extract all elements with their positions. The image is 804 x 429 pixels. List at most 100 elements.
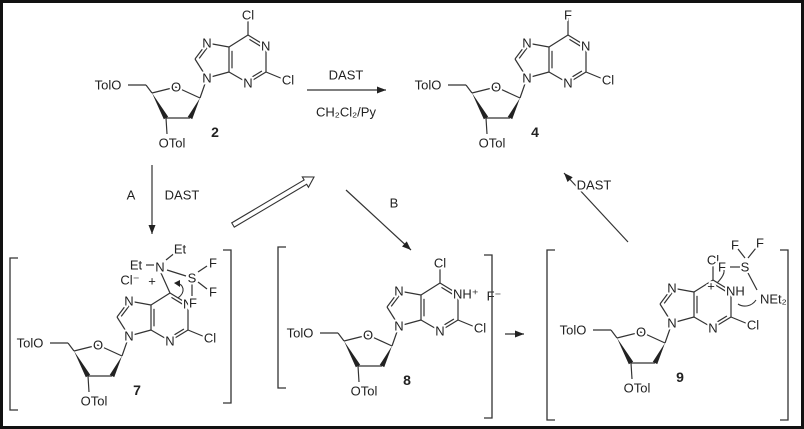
c5-tolyl-ester: TolO — [95, 78, 122, 93]
wedge-bond — [617, 338, 634, 365]
double-bond — [171, 328, 185, 338]
compound-number: 2 — [211, 124, 219, 140]
bond — [228, 34, 249, 48]
bond — [67, 342, 75, 352]
curved-arrow — [716, 265, 725, 284]
atom-n7: N — [522, 36, 531, 51]
bond — [121, 335, 130, 357]
bond — [391, 325, 400, 347]
bracket-8-left — [277, 246, 286, 389]
atom-n3: N — [165, 334, 174, 349]
bond — [73, 344, 99, 352]
c2-substituent: Cl — [602, 73, 614, 88]
atom-n1: N — [261, 39, 270, 54]
bond — [693, 279, 714, 293]
bond — [616, 331, 642, 339]
path-a-letter: A — [127, 188, 136, 203]
bond — [585, 71, 604, 80]
c6-substituent: F — [564, 8, 572, 23]
bond — [610, 329, 618, 339]
bond — [169, 292, 189, 305]
c3-tolyl-ester: OTol — [351, 384, 378, 399]
path-a-reagent: DAST — [165, 188, 200, 203]
wedge-bond — [74, 351, 91, 378]
main-reaction-arrow-head — [377, 86, 386, 94]
bond — [420, 282, 441, 296]
double-bond — [569, 70, 583, 80]
bond — [247, 71, 267, 84]
bond — [187, 329, 206, 338]
bond — [145, 84, 153, 94]
bracket-9-right — [780, 249, 789, 421]
compound-8-ion-pair: F⁻ — [485, 287, 504, 306]
bond — [495, 86, 521, 99]
compound-number: 9 — [676, 369, 684, 385]
bond — [206, 42, 230, 48]
intermediate-arrow-head — [515, 330, 524, 338]
c6-substituent: Cl — [434, 256, 446, 271]
fluorine: F — [189, 296, 197, 311]
bond — [337, 332, 345, 342]
fluoride-ion: F⁻ — [487, 289, 502, 304]
to-product-arrow-head — [564, 173, 573, 182]
bond — [526, 71, 550, 79]
wedge-bond — [472, 93, 489, 120]
bond — [128, 329, 152, 337]
bond — [367, 334, 393, 347]
bond — [747, 272, 758, 291]
c3-tolyl-ester: OTol — [81, 394, 108, 409]
bond — [671, 287, 695, 293]
diethylamino: NEt₂ — [760, 292, 787, 307]
double-bond — [390, 294, 401, 307]
double-bond — [518, 46, 529, 59]
main-solvent-label: CH₂Cl₂/Py — [316, 105, 376, 120]
double-bond — [569, 38, 583, 48]
path-a-arrow-head — [148, 225, 156, 234]
compound-number: 8 — [403, 372, 411, 388]
wedge-bond — [507, 98, 520, 120]
bond — [548, 34, 569, 48]
compound-number: 7 — [133, 382, 141, 398]
atom-s: S — [188, 271, 197, 286]
bond — [737, 248, 746, 259]
double-bond — [198, 46, 209, 59]
retro-hollow-arrow — [230, 176, 315, 228]
c2-substituent: Cl — [282, 73, 294, 88]
fluorine: F — [718, 260, 726, 275]
ring-oxygen: O — [93, 338, 103, 353]
bond — [228, 71, 249, 84]
bond — [265, 71, 284, 80]
ring-oxygen: O — [491, 80, 501, 95]
chloride-ion: Cl⁻ — [120, 273, 139, 288]
wedge-bond — [379, 346, 392, 368]
double-bond — [441, 318, 455, 328]
bond — [712, 316, 732, 329]
bond — [439, 319, 459, 332]
bond — [175, 86, 201, 99]
bracket-7-left — [9, 257, 18, 411]
wedge-bond — [109, 356, 122, 378]
bond — [712, 279, 732, 292]
ethyl-left: Et — [130, 258, 143, 273]
bond — [386, 290, 400, 308]
fluorine: F — [209, 285, 217, 300]
bond — [386, 306, 400, 327]
bond — [420, 319, 441, 332]
c5-tolyl-ester: TolO — [17, 336, 44, 351]
atom-n9: N — [124, 329, 133, 344]
path-b-letter: B — [390, 196, 399, 211]
curved-arrow — [737, 299, 757, 307]
path-b-arrow-head — [402, 241, 411, 250]
bond — [194, 58, 208, 79]
c3-tolyl-ester: OTol — [479, 136, 506, 151]
atom-n3: N — [563, 76, 572, 91]
bond — [206, 71, 230, 79]
bracket-8-right — [484, 254, 493, 419]
